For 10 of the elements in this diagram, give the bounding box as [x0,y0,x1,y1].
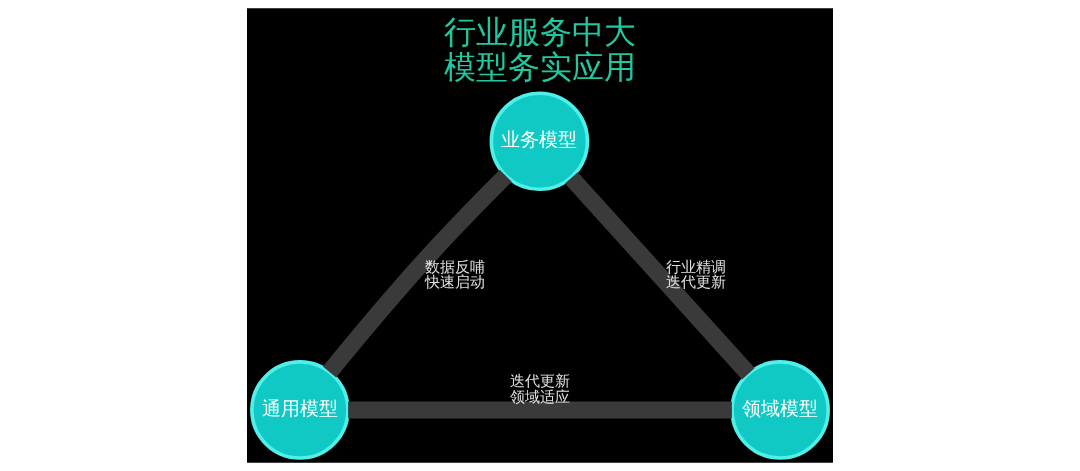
node-circle: 领域模型 [730,360,830,460]
node-circle: 业务模型 [489,91,590,192]
connector [348,401,732,419]
connector [322,169,512,378]
connector [565,172,755,380]
edge-label: 数据反哺快速启动 [424,257,485,291]
edge-label: 行业精调迭代更新 [665,257,726,291]
edge-label: 迭代更新领域适应 [510,372,570,406]
diagram-title: 行业服务中大模型务实应用 [444,14,636,86]
node-circle: 通用模型 [250,360,350,460]
